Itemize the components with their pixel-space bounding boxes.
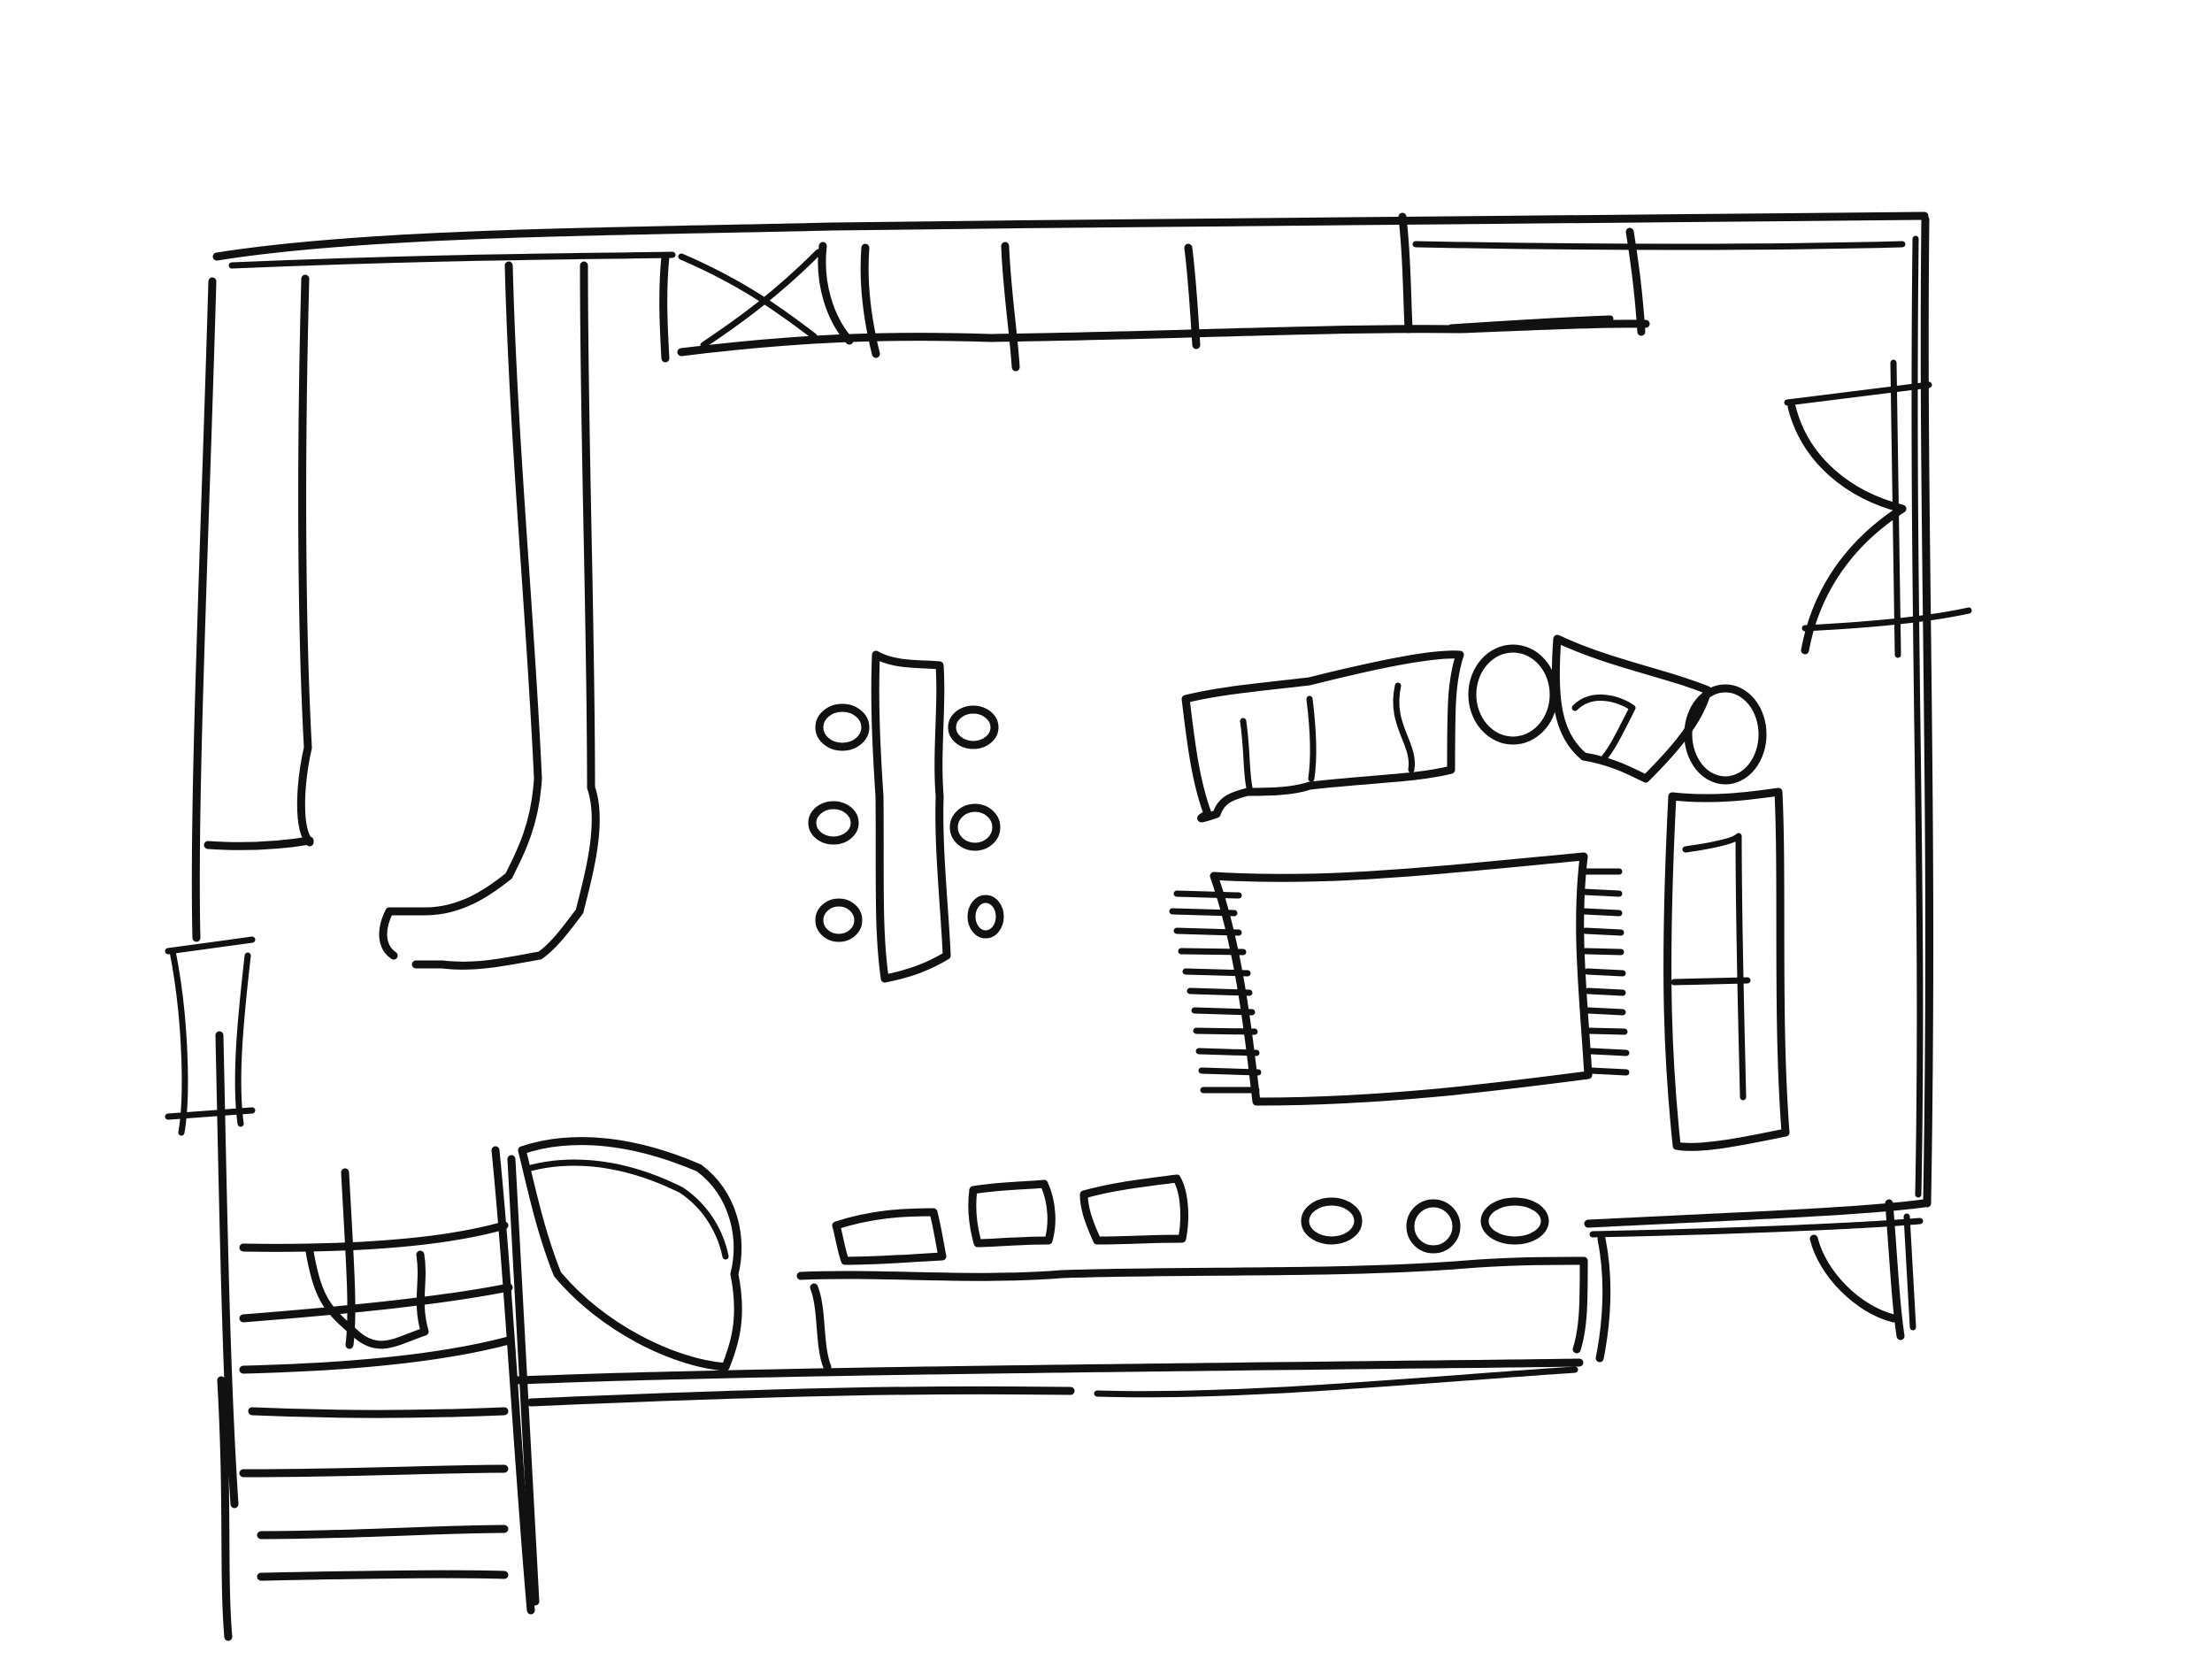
armchair-center — [1551, 634, 1712, 783]
sofa-top — [1181, 650, 1464, 823]
speaker-right — [1079, 1174, 1188, 1245]
ottoman-round-1 — [1468, 644, 1558, 745]
speaker-left — [832, 1208, 947, 1265]
media-console — [796, 1234, 1611, 1371]
dining-chairs — [808, 703, 1004, 942]
decor-bowls — [1301, 1197, 1549, 1254]
side-sofa — [1663, 787, 1790, 1151]
chaise-lounge — [518, 1137, 742, 1371]
left-door — [165, 936, 256, 1136]
staircase — [239, 1168, 513, 1581]
left-counter — [204, 261, 600, 970]
ottoman-round-2 — [1684, 684, 1767, 785]
speaker-center — [968, 1179, 1056, 1248]
right-lower-door — [1809, 1199, 1916, 1340]
right-upper-door — [1784, 359, 1972, 658]
area-rug — [1169, 852, 1630, 1106]
kitchen-cabinets-top — [659, 212, 1650, 372]
dining-table — [871, 650, 951, 983]
outer-walls — [191, 211, 1934, 1641]
